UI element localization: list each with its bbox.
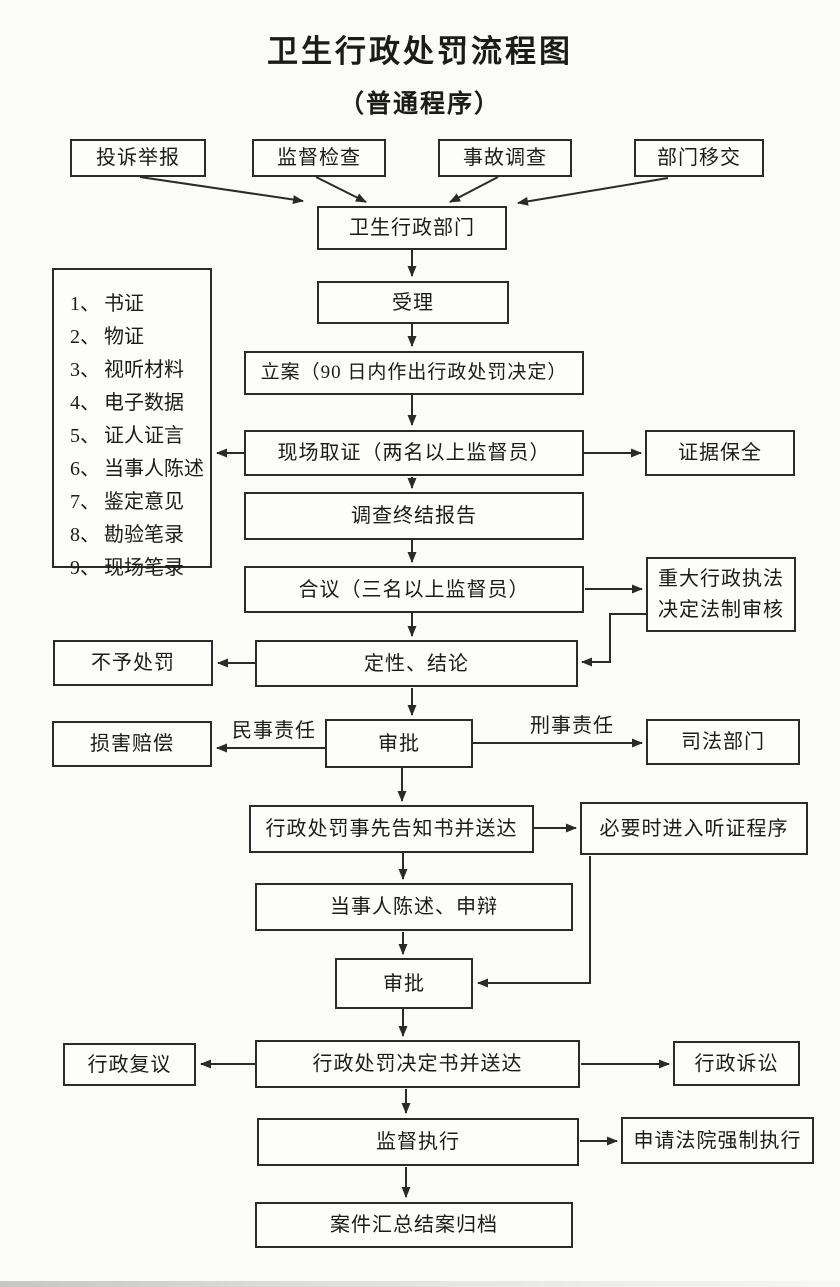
major-review-line2: 决定法制审核 bbox=[658, 598, 784, 621]
node-acceptance: 受理 bbox=[317, 281, 509, 324]
evidence-item: 4、电子数据 bbox=[70, 392, 184, 414]
node-approval-1: 审批 bbox=[325, 719, 473, 768]
major-review-line1: 重大行政执法 bbox=[658, 567, 784, 590]
page-subtitle: （普通程序） bbox=[338, 91, 501, 118]
scan-edge-smudge bbox=[0, 1281, 840, 1287]
node-judicial-department: 司法部门 bbox=[646, 719, 800, 765]
evidence-item: 9、现场笔录 bbox=[70, 557, 184, 579]
node-major-enforcement-legal-review: 重大行政执法 决定法制审核 bbox=[646, 557, 796, 632]
evidence-item: 7、鉴定意见 bbox=[70, 491, 184, 513]
node-no-penalty: 不予处罚 bbox=[53, 640, 213, 686]
evidence-item: 6、当事人陈述 bbox=[70, 458, 204, 480]
node-admin-litigation: 行政诉讼 bbox=[673, 1041, 800, 1086]
node-damage-compensation: 损害赔偿 bbox=[52, 721, 212, 767]
edge-label-criminal-liability: 刑事责任 bbox=[530, 715, 614, 737]
node-party-statement-defense: 当事人陈述、申辩 bbox=[255, 883, 573, 931]
evidence-type-list: 1、书证 2、物证 3、视听材料 4、电子数据 5、证人证言 6、当事人陈述 7… bbox=[52, 268, 212, 579]
node-apply-court-enforcement: 申请法院强制执行 bbox=[621, 1117, 814, 1164]
evidence-item: 5、证人证言 bbox=[70, 425, 184, 447]
node-supervise-execution: 监督执行 bbox=[257, 1118, 579, 1166]
node-department-transfer: 部门移交 bbox=[634, 139, 764, 177]
node-determination-conclusion: 定性、结论 bbox=[255, 640, 578, 687]
node-evidence-preservation: 证据保全 bbox=[645, 430, 795, 476]
node-health-admin-department: 卫生行政部门 bbox=[317, 206, 507, 250]
node-onsite-evidence-collection: 现场取证（两名以上监督员） bbox=[244, 430, 584, 476]
node-panel-discussion: 合议（三名以上监督员） bbox=[244, 566, 584, 613]
page-title: 卫生行政处罚流程图 bbox=[267, 34, 573, 69]
node-complaint-report: 投诉举报 bbox=[70, 139, 206, 177]
node-case-summary-archive: 案件汇总结案归档 bbox=[255, 1202, 573, 1248]
node-admin-reconsideration: 行政复议 bbox=[63, 1043, 196, 1086]
evidence-item: 8、勘验笔录 bbox=[70, 524, 184, 546]
node-case-filing: 立案（90 日内作出行政处罚决定） bbox=[244, 351, 584, 395]
node-supervision-inspection: 监督检查 bbox=[252, 139, 386, 177]
node-approval-2: 审批 bbox=[335, 958, 473, 1009]
node-accident-investigation: 事故调查 bbox=[438, 139, 572, 177]
evidence-item: 3、视听材料 bbox=[70, 359, 184, 381]
edge-label-civil-liability: 民事责任 bbox=[232, 720, 316, 742]
evidence-item: 1、书证 bbox=[70, 293, 144, 315]
node-investigation-conclusion-report: 调查终结报告 bbox=[244, 492, 584, 540]
node-hearing-procedure: 必要时进入听证程序 bbox=[580, 802, 808, 855]
evidence-item: 2、物证 bbox=[70, 326, 144, 348]
node-advance-penalty-notice-delivery: 行政处罚事先告知书并送达 bbox=[249, 805, 534, 853]
node-penalty-decision-delivery: 行政处罚决定书并送达 bbox=[255, 1040, 580, 1088]
